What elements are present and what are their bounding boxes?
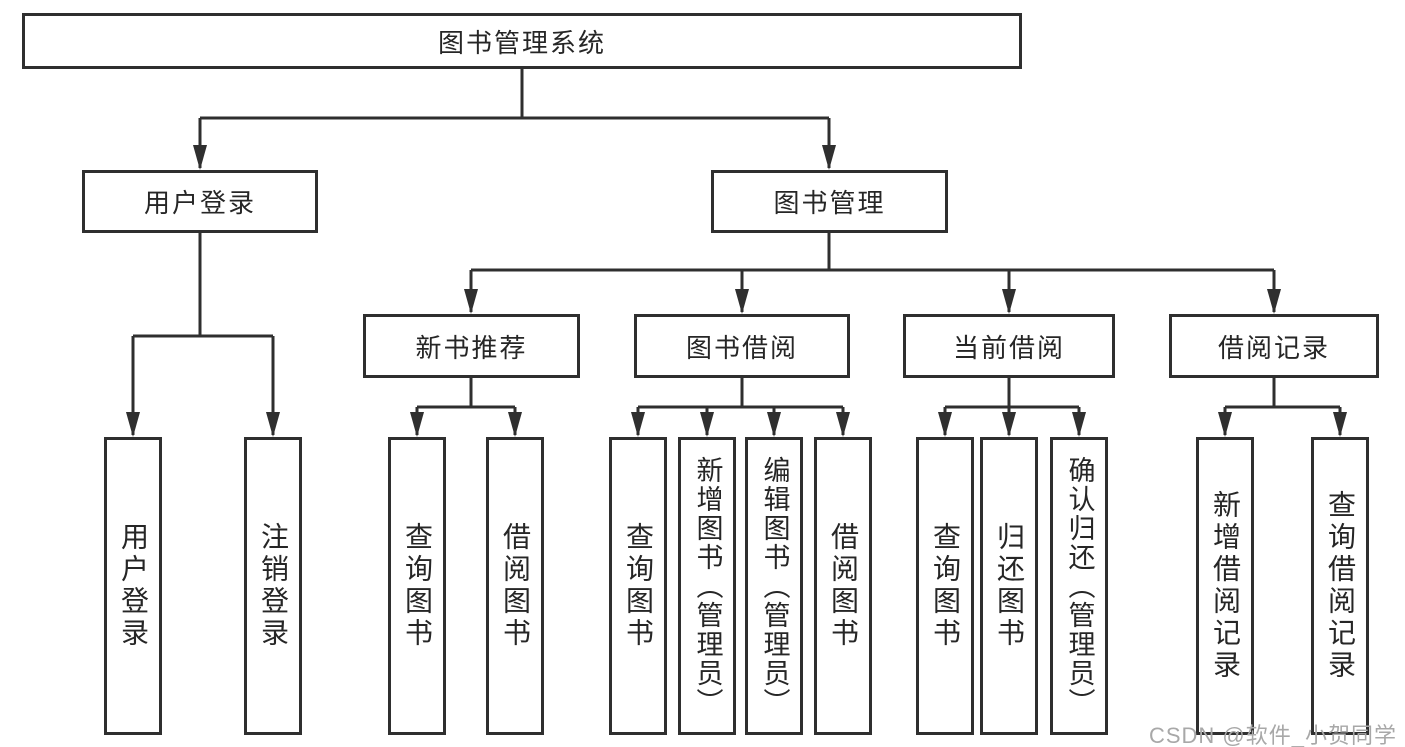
leaf-query-book-recommend: 查询图书 bbox=[388, 437, 446, 735]
leaf-add-borrow-record: 新增借阅记录 bbox=[1196, 437, 1254, 735]
connector-bookmgmt-to-level3 bbox=[469, 233, 1276, 312]
node-current-borrow-label: 当前借阅 bbox=[952, 332, 1065, 363]
node-user-login-label: 用户登录 bbox=[143, 188, 256, 218]
leaf-confirm-return-admin: 确认归还（管理员） bbox=[1050, 437, 1108, 735]
csdn-watermark: CSDN @软件_小贺同学 bbox=[1148, 723, 1397, 747]
arrow-down-icon bbox=[836, 412, 850, 437]
arrow-down-icon bbox=[822, 145, 836, 170]
node-book-borrow-label: 图书借阅 bbox=[685, 332, 798, 363]
connector-bookborrow-group bbox=[636, 378, 845, 435]
connector-root-to-level2 bbox=[198, 69, 831, 168]
connector-borrowrecord-group bbox=[1223, 378, 1342, 435]
connector-newbook-group bbox=[415, 378, 517, 435]
arrow-down-icon bbox=[508, 412, 522, 437]
leaf-return-book: 归还图书 bbox=[980, 437, 1038, 735]
node-current-borrow: 当前借阅 bbox=[903, 314, 1115, 378]
arrow-down-icon bbox=[1072, 412, 1086, 437]
leaf-edit-book-admin-label: 编辑图书（管理员） bbox=[759, 455, 790, 717]
leaf-query-book-recommend-label: 查询图书 bbox=[402, 522, 433, 650]
node-user-login: 用户登录 bbox=[82, 170, 318, 233]
arrowheads bbox=[126, 145, 1347, 437]
leaf-return-book-label: 归还图书 bbox=[994, 522, 1025, 650]
connector-lines bbox=[131, 69, 1342, 435]
arrow-down-icon bbox=[464, 289, 478, 314]
node-book-management-label: 图书管理 bbox=[773, 188, 886, 218]
leaf-borrow-book-recommend: 借阅图书 bbox=[486, 437, 544, 735]
arrow-down-icon bbox=[266, 412, 280, 437]
arrow-down-icon bbox=[938, 412, 952, 437]
arrow-down-icon bbox=[767, 412, 781, 437]
node-new-book-recommend: 新书推荐 bbox=[363, 314, 580, 378]
leaf-borrow-book-recommend-label: 借阅图书 bbox=[500, 522, 531, 650]
leaf-add-book-admin: 新增图书（管理员） bbox=[678, 437, 736, 735]
leaf-confirm-return-admin-label: 确认归还（管理员） bbox=[1064, 455, 1095, 717]
connector-currentborrow-group bbox=[943, 378, 1081, 435]
leaf-logout: 注销登录 bbox=[244, 437, 302, 735]
arrow-down-icon bbox=[631, 412, 645, 437]
arrow-down-icon bbox=[193, 145, 207, 170]
leaf-query-book-borrow-label: 查询图书 bbox=[623, 522, 654, 650]
leaf-edit-book-admin: 编辑图书（管理员） bbox=[745, 437, 803, 735]
leaf-user-login-label: 用户登录 bbox=[118, 522, 149, 650]
leaf-borrow-book-borrow-label: 借阅图书 bbox=[828, 522, 859, 650]
node-book-management: 图书管理 bbox=[711, 170, 948, 233]
leaf-borrow-book-borrow: 借阅图书 bbox=[814, 437, 872, 735]
arrow-down-icon bbox=[1267, 289, 1281, 314]
arrow-down-icon bbox=[1218, 412, 1232, 437]
arrow-down-icon bbox=[410, 412, 424, 437]
connector-userlogin-group bbox=[131, 233, 275, 435]
node-book-borrow: 图书借阅 bbox=[634, 314, 850, 378]
leaf-query-book-current-label: 查询图书 bbox=[930, 522, 961, 650]
arrow-down-icon bbox=[700, 412, 714, 437]
node-borrow-record: 借阅记录 bbox=[1169, 314, 1379, 378]
leaf-add-book-admin-label: 新增图书（管理员） bbox=[692, 455, 723, 717]
arrow-down-icon bbox=[1002, 412, 1016, 437]
leaf-query-borrow-record-label: 查询借阅记录 bbox=[1325, 490, 1356, 682]
leaf-user-login: 用户登录 bbox=[104, 437, 162, 735]
leaf-query-book-borrow: 查询图书 bbox=[609, 437, 667, 735]
leaf-add-borrow-record-label: 新增借阅记录 bbox=[1210, 490, 1241, 682]
leaf-logout-label: 注销登录 bbox=[258, 522, 289, 650]
leaf-query-borrow-record: 查询借阅记录 bbox=[1311, 437, 1369, 735]
arrow-down-icon bbox=[1002, 289, 1016, 314]
node-root-label: 图书管理系统 bbox=[437, 27, 606, 58]
node-root: 图书管理系统 bbox=[22, 13, 1022, 69]
arrow-down-icon bbox=[735, 289, 749, 314]
leaf-query-book-current: 查询图书 bbox=[916, 437, 974, 735]
node-borrow-record-label: 借阅记录 bbox=[1217, 332, 1330, 363]
node-new-book-recommend-label: 新书推荐 bbox=[415, 332, 528, 363]
arrow-down-icon bbox=[1333, 412, 1347, 437]
arrow-down-icon bbox=[126, 412, 140, 437]
